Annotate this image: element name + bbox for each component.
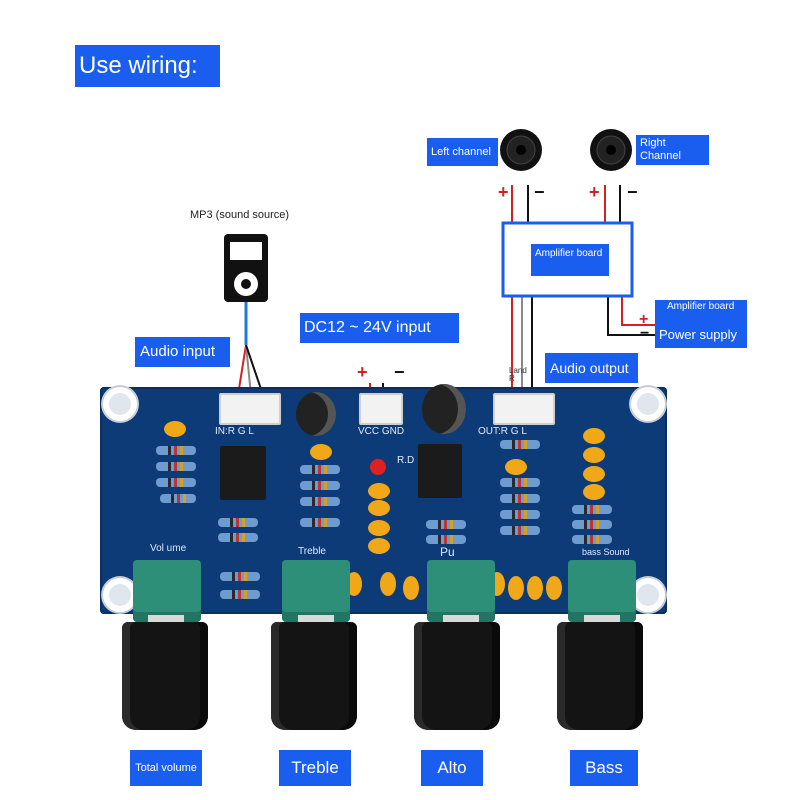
resistor — [426, 535, 466, 544]
supply-plus: + — [639, 311, 649, 328]
bass-label: Bass — [570, 750, 638, 786]
output-connector[interactable] — [493, 393, 555, 425]
dc-plus: + — [357, 362, 368, 382]
resistor — [160, 494, 196, 503]
resistor — [572, 535, 612, 544]
right-speaker-icon — [590, 129, 632, 171]
treble-label: Treble — [279, 750, 351, 786]
resistor — [218, 518, 258, 527]
bass-pot-body — [568, 560, 636, 622]
ceramic-capacitor — [527, 576, 543, 600]
total-volume-label: Total volume — [130, 750, 202, 786]
resistor — [220, 572, 260, 581]
resistor — [300, 481, 340, 490]
ceramic-capacitor — [368, 520, 390, 536]
led-indicator — [370, 459, 386, 475]
ceramic-capacitor — [583, 428, 605, 444]
resistor — [500, 478, 540, 487]
silk-vcc: VCC GND — [358, 426, 405, 437]
power-supply-label: Power supply — [655, 322, 747, 348]
resistor — [300, 518, 340, 527]
ceramic-capacitor — [380, 572, 396, 596]
mounting-hole — [103, 578, 137, 612]
audio-output-label: Audio output — [545, 353, 638, 383]
ceramic-capacitor — [403, 576, 419, 600]
ceramic-capacitor — [310, 444, 332, 460]
resistor — [500, 510, 540, 519]
ceramic-capacitor — [505, 459, 527, 475]
treble-pot-body — [282, 560, 350, 622]
ceramic-capacitor — [368, 483, 390, 499]
ceramic-capacitor — [508, 576, 524, 600]
mounting-hole — [103, 387, 137, 421]
ic-chip — [220, 446, 266, 500]
electrolytic-capacitor — [296, 392, 336, 436]
right-channel-label: Right Channel — [636, 135, 709, 165]
left-channel-label: Left channel — [427, 138, 498, 166]
ic-chip — [418, 444, 462, 498]
resistor — [572, 520, 612, 529]
silk-volume: Vol ume — [150, 543, 187, 554]
mp3-label: MP3 (sound source) — [190, 209, 290, 221]
amp-supply-label-top: Amplifier board — [655, 300, 747, 322]
ceramic-capacitor — [583, 484, 605, 500]
dc-input-label: DC12 ~ 24V input — [300, 313, 459, 343]
silk-treble: Treble — [298, 546, 326, 557]
dc-minus: − — [394, 362, 405, 382]
resistor — [156, 462, 196, 471]
ceramic-capacitor — [368, 500, 390, 516]
ceramic-capacitor — [583, 447, 605, 463]
resistor — [156, 446, 196, 455]
audio-input-label: Audio input — [135, 337, 230, 367]
bass-knob[interactable] — [557, 622, 643, 730]
mounting-hole — [631, 578, 665, 612]
right-minus: − — [627, 182, 638, 202]
page-title: Use wiring: — [75, 45, 220, 87]
volume-knob[interactable] — [122, 622, 208, 730]
ceramic-capacitor — [346, 572, 362, 596]
ceramic-capacitor — [164, 421, 186, 437]
volume-pot-body — [133, 560, 201, 622]
silk-bass: bass Sound — [582, 547, 630, 557]
resistor — [218, 533, 258, 542]
ceramic-capacitor — [583, 466, 605, 482]
power-connector[interactable] — [359, 393, 403, 425]
resistor — [500, 494, 540, 503]
supply-minus: − — [640, 325, 650, 342]
left-plus: + — [498, 182, 509, 202]
resistor — [500, 440, 540, 449]
resistor — [500, 526, 540, 535]
left-minus: − — [534, 182, 545, 202]
alto-knob[interactable] — [414, 622, 500, 730]
ceramic-capacitor — [546, 576, 562, 600]
resistor — [426, 520, 466, 529]
silk-led: R.D — [397, 455, 415, 466]
ceramic-capacitor — [368, 538, 390, 554]
mounting-hole — [631, 387, 665, 421]
silk-out-small: Land R — [509, 366, 527, 383]
resistor — [300, 497, 340, 506]
treble-knob[interactable] — [271, 622, 357, 730]
resistor — [300, 465, 340, 474]
resistor — [220, 590, 260, 599]
left-speaker-icon — [500, 129, 542, 171]
alto-pot-body — [427, 560, 495, 622]
silk-pu: Pu — [440, 545, 455, 559]
resistor — [156, 478, 196, 487]
mp3-player-icon — [224, 234, 268, 302]
input-connector[interactable] — [219, 393, 281, 425]
alto-label: Alto — [421, 750, 483, 786]
resistor — [572, 505, 612, 514]
silk-out: OUT:R G L — [478, 426, 527, 437]
right-plus: + — [589, 182, 600, 202]
silk-in: IN:R G L — [215, 426, 254, 437]
amplifier-board-label: Amplifier board — [531, 244, 609, 276]
electrolytic-capacitor — [422, 384, 466, 434]
